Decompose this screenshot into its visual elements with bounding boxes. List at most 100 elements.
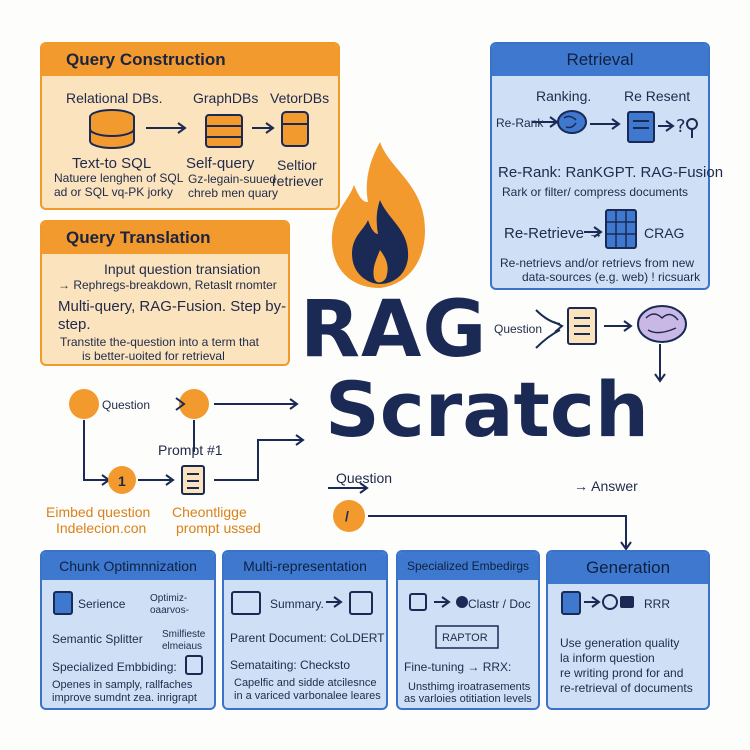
qc-col-graph: GraphDBs [193,90,259,106]
generation-line-1: Use generation quality [560,636,680,650]
specemb-clastr: Clastr / Doc [468,597,531,611]
raptor-box [435,625,499,649]
specemb-panel: Specialized Embedirgs [396,550,540,710]
qc-note-3: Gz-legain-suued [188,172,277,186]
question-node-icon [69,389,99,419]
flow-chent-1: Cheontligge [172,504,247,520]
chunk-note-1: Openes in samply, rallfaches [52,679,193,691]
arrow-icon [654,344,666,383]
qt-line-3: Multi-query, RAG-Fusion. Step by- [58,298,287,315]
generation-rrr: RRR [644,597,670,611]
arrow-icon [535,309,564,349]
retrieval-rerank-label: Re-Rank [496,116,544,130]
document-icon [185,655,203,675]
chunk-item-1c: oaarvos- [150,605,189,616]
retrieval-note-1: Re-netrievs and/or retrievs from new [500,256,695,270]
flow-prompt-label: Prompt #1 [158,442,223,458]
flow-question-label: Question [102,398,151,412]
dot-icon [456,596,468,608]
step-1-node-icon [108,466,136,494]
specemb-note-1: Unsthimg iroatrasements [408,681,531,693]
retrieval-reresent: Re Resent [624,88,691,104]
qc-label-self-query: Self-query [186,155,255,172]
arrow-icon [175,397,186,411]
table-db-icon [605,209,637,249]
chunk-heading: Chunk Optimnnization [42,552,214,580]
query-construction-heading: Query Construction [42,44,338,76]
retrieval-panel: Retrieval [490,42,710,290]
retrieval-rerank-sub: Rark or filter/ compress documents [502,185,689,199]
flow-embed-2: Indelecion.con [56,520,147,536]
arrow-icon [146,122,187,134]
chunk-semantic: Semantic Splitter [52,632,143,646]
qt-line-4: Transtite the-question into a term that [60,335,259,349]
retrieval-ranking: Ranking. [536,88,592,104]
generation-heading: Generation [548,552,708,584]
retrieval-note-2: data-sources (e.g. web) ! ricsuark [522,270,701,284]
chunk-semantic-c: elmeiaus [162,641,203,652]
document-icon [567,307,597,345]
multirep-parent: Parent Document: CoLDERT [230,631,385,645]
chip-icon [620,596,634,608]
query-translation-heading: Query Translation [42,222,288,254]
chunk-item-1: Serience [78,597,126,611]
generation-line-2: la inform question [560,651,655,665]
retrieval-heading: Retrieval [492,44,708,76]
multirep-sem: Semataiting: Checksto [230,658,351,672]
flow-slash: / [345,508,349,524]
brain-icon [637,305,687,343]
qc-col-vector: VetorDBs [270,90,330,106]
generation-line-3: re writing prond for and [560,666,684,680]
document-icon [561,591,581,615]
database-icon [89,109,135,149]
qc-note-2: ad or SQL vq-PK jorky [54,185,173,199]
flow-question-2: Question [336,470,393,486]
prompt-node-icon [179,389,209,419]
flow-answer: → Answer [574,478,638,494]
generation-panel: Generation [546,550,710,710]
qt-line-5: is better-uoited for retrieval [82,349,225,363]
chunk-item-1b: Optimiz- [150,593,188,604]
brain-icon [557,110,587,134]
arrow-icon [138,474,175,486]
specemb-heading: Specialized Embedirgs [398,552,538,580]
title-scratch: Scratch [325,365,650,454]
flow-step-1: 1 [118,473,126,489]
qc-label-text-to-sql: Text-to SQL [72,155,152,172]
qc-note-1: Natuere lenghen of SQL [54,171,184,185]
arrow-icon [252,122,275,134]
flow-chent-2: prompt ussed [176,520,261,536]
magnifier-icon [686,118,698,138]
multirep-summary: Summary. [270,597,324,611]
document-icon [181,465,205,495]
document-icon [349,591,373,615]
multirep-heading: Multi-representation [224,552,386,580]
graph-db-icon [205,114,243,148]
arrow-icon [584,226,603,238]
question-mark-icon: ? [676,116,686,137]
arrow-icon [590,118,621,130]
multirep-note-1: Capelfic and sidde atcilesnce [234,677,377,689]
vector-db-icon [281,111,309,147]
square-icon [409,593,427,611]
document-icon [53,591,73,615]
gear-icon [602,594,618,610]
flame-logo-icon [331,142,425,288]
retrieval-crag: CRAG [644,225,685,241]
retrieval-rerank-line: Re-Rank: RanKGPT. RAG-Fusion [498,164,724,181]
qt-line-1: Input question transiation [104,261,261,277]
arrow-icon [584,596,601,608]
qt-line-2: → Rephregs-breakdown, Retaslt rnomter [58,278,277,292]
multirep-panel: Multi-representation [222,550,388,710]
arrow-icon [326,596,343,608]
qc-note-4: chreb men quary [188,186,279,200]
arrow-icon [604,320,633,332]
chunk-note-2: improve sumdnt zea. inrigrapt [52,692,197,704]
